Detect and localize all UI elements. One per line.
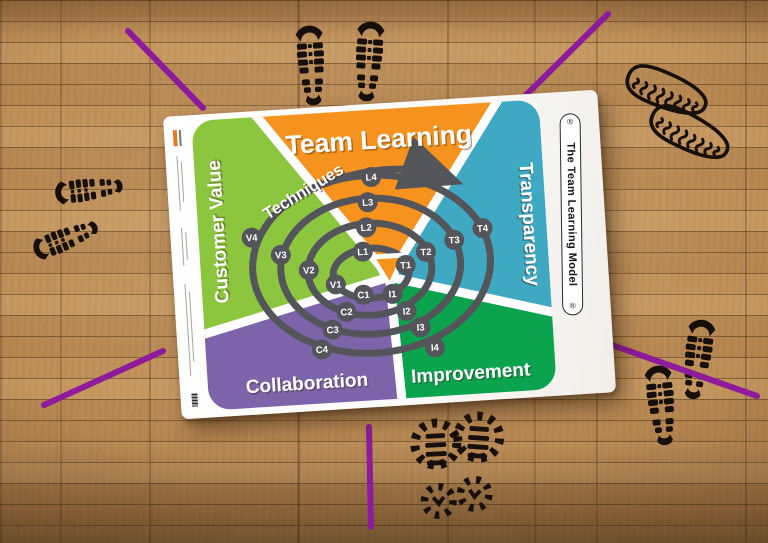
side-tab: ® The Team Learning Model ®: [559, 113, 584, 316]
svg-text:I3: I3: [416, 322, 425, 333]
svg-text:T4: T4: [477, 223, 489, 235]
spiral-arrow: [320, 136, 464, 190]
tape-line-bottom-left: [41, 348, 166, 408]
svg-text:V2: V2: [303, 265, 315, 277]
margin-fineprint: [185, 231, 188, 260]
node-v3: V3: [270, 244, 291, 265]
footprint-pair-top-center: [294, 20, 386, 107]
svg-text:T3: T3: [448, 235, 460, 247]
footprint-pair-bottom-right: [643, 318, 717, 447]
node-i3: I3: [410, 317, 431, 338]
barcode: [191, 393, 199, 407]
margin-fineprint: [180, 161, 185, 202]
node-t3: T3: [444, 229, 465, 250]
node-i4: I4: [424, 337, 445, 358]
svg-text:C1: C1: [357, 290, 371, 302]
footprint-pair-top-right: [620, 57, 737, 169]
svg-text:I2: I2: [402, 306, 411, 317]
svg-text:T1: T1: [400, 260, 412, 272]
svg-text:T2: T2: [420, 247, 432, 259]
team-learning-poster: L1 L2 L3 L4 V1 V2 V3 V4 T1 T2 T3 T4 C1 C…: [162, 89, 617, 420]
node-l1: L1: [352, 241, 373, 262]
registered-mark-icon: ®: [567, 117, 574, 127]
node-c1: C1: [353, 284, 374, 305]
margin-fineprint: [188, 291, 195, 362]
node-v2: V2: [298, 260, 319, 281]
node-t2: T2: [415, 241, 436, 262]
svg-text:I1: I1: [388, 289, 397, 301]
node-v4: V4: [241, 227, 262, 248]
node-l3: L3: [357, 192, 378, 213]
svg-text:V4: V4: [246, 233, 259, 245]
tape-line-top-right: [518, 11, 611, 103]
publisher-logo-mark: [172, 130, 178, 147]
svg-text:V1: V1: [330, 279, 343, 291]
node-l4: L4: [361, 167, 382, 188]
margin-fineprint: [180, 227, 185, 266]
team-learning-diagram: L1 L2 L3 L4 V1 V2 V3 V4 T1 T2 T3 T4 C1 C…: [191, 99, 557, 411]
tape-line-top-left: [125, 28, 206, 111]
node-c2: C2: [336, 301, 357, 322]
tape-line-bottom-right: [606, 341, 760, 399]
svg-text:L4: L4: [365, 172, 377, 184]
svg-text:V3: V3: [275, 250, 287, 262]
svg-text:L1: L1: [357, 247, 369, 259]
publisher-logo-text: [178, 129, 182, 146]
node-t1: T1: [395, 255, 416, 276]
node-c4: C4: [311, 339, 332, 360]
registered-mark-icon: ®: [569, 301, 576, 311]
svg-text:C2: C2: [340, 307, 353, 319]
footprint-pair-bottom-center: [414, 415, 501, 517]
svg-text:L3: L3: [362, 197, 374, 209]
node-t4: T4: [472, 218, 493, 239]
node-l2: L2: [356, 217, 377, 238]
svg-text:I4: I4: [431, 342, 440, 354]
node-i1: I1: [382, 283, 403, 304]
node-c3: C3: [322, 319, 343, 340]
tape-line-bottom-center: [366, 424, 374, 530]
node-i2: I2: [396, 301, 417, 322]
side-tab-label: The Team Learning Model: [564, 142, 579, 287]
footprint-pair-left: [29, 174, 124, 263]
svg-text:C3: C3: [326, 325, 339, 337]
svg-text:L2: L2: [360, 222, 372, 234]
node-v1: V1: [325, 274, 346, 295]
svg-text:C4: C4: [315, 344, 329, 356]
